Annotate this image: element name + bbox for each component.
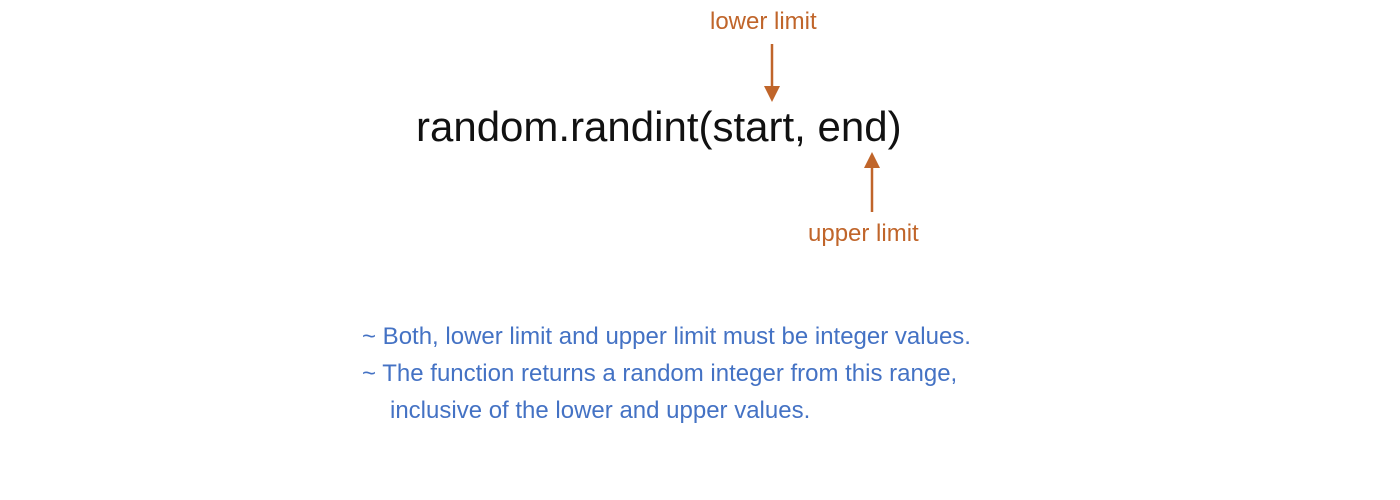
notes-block: ~ Both, lower limit and upper limit must… <box>362 318 971 429</box>
note-line-integer-values: ~ Both, lower limit and upper limit must… <box>362 323 971 350</box>
arrow-up-icon <box>864 152 880 212</box>
arrow-down-icon <box>764 44 780 102</box>
function-signature: random.randint(start, end) <box>416 103 902 150</box>
note-line-inclusive: inclusive of the lower and upper values. <box>390 397 811 424</box>
upper-limit-label: upper limit <box>808 220 919 247</box>
lower-limit-label: lower limit <box>710 8 817 35</box>
note-line-returns-random: ~ The function returns a random integer … <box>362 360 958 387</box>
